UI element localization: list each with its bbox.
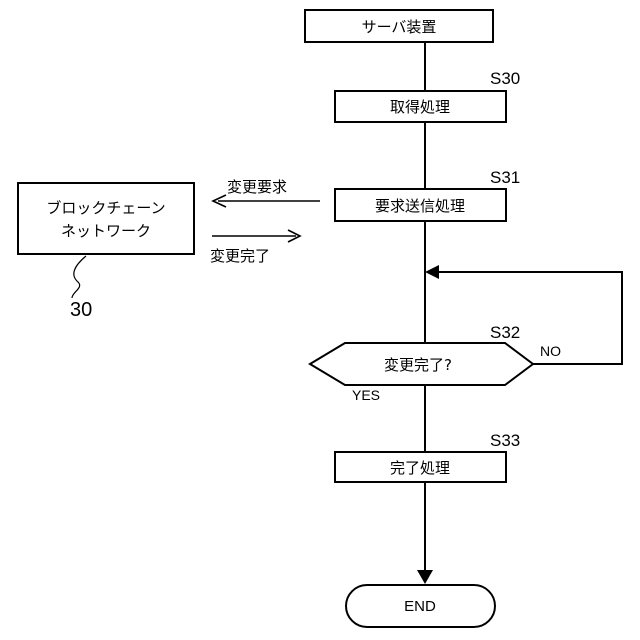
step-label-s33: 完了処理 (390, 459, 450, 477)
server-device-label: サーバ装置 (362, 18, 437, 36)
flow-arrowhead-end (417, 570, 433, 584)
blockchain-network-label-line2: ネットワーク (61, 222, 151, 240)
response-message-label: 変更完了 (210, 247, 270, 265)
step-label-s30: 取得処理 (390, 98, 450, 116)
step-label-s31: 要求送信処理 (375, 197, 465, 215)
step-id-s32: S32 (490, 323, 520, 342)
reference-leader-line (72, 256, 86, 298)
no-loop-arrowhead (425, 265, 439, 279)
step-id-s31: S31 (490, 168, 520, 187)
no-branch-label: NO (540, 343, 561, 359)
reference-numeral-30: 30 (70, 299, 92, 321)
step-id-s30: S30 (490, 69, 520, 88)
blockchain-network-box (18, 183, 194, 254)
yes-branch-label: YES (352, 387, 380, 403)
end-terminal-label: END (404, 598, 436, 615)
step-id-s33: S33 (490, 431, 520, 450)
request-message-label: 変更要求 (227, 178, 287, 196)
blockchain-network-label-line1: ブロックチェーン (46, 199, 165, 217)
decision-label-s32: 変更完了? (384, 356, 452, 374)
